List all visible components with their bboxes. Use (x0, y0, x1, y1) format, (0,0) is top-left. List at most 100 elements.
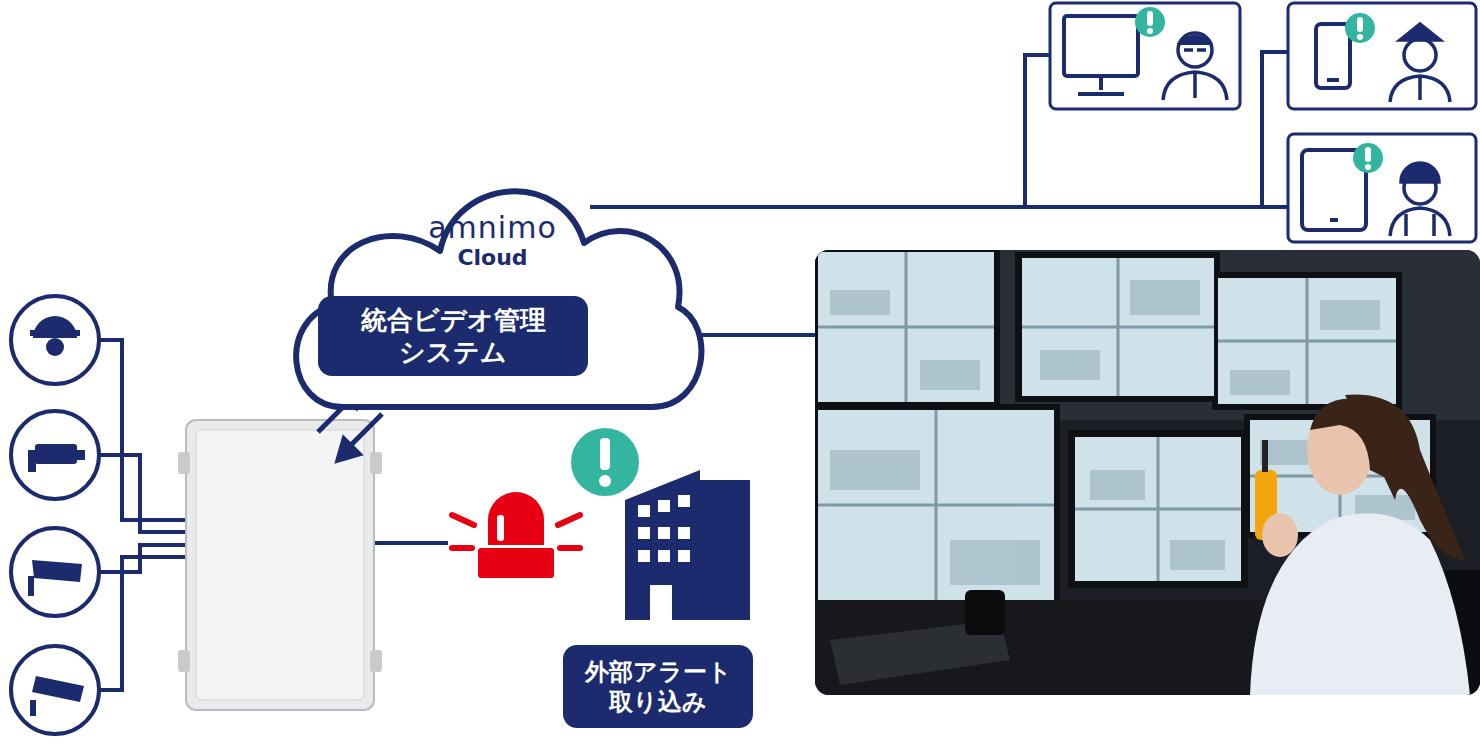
network-wire (1262, 52, 1288, 207)
monitoring-room-photo (1068, 430, 1248, 588)
person-icon (1163, 24, 1450, 236)
monitoring-room-photo (1320, 300, 1380, 330)
notice-badge (1365, 164, 1371, 170)
network-wire (700, 333, 815, 337)
node-label: amnimo (280, 211, 705, 245)
building-icon (571, 428, 639, 496)
notice-badge (1135, 7, 1383, 173)
siren-icon (488, 492, 544, 545)
camera-body (28, 316, 85, 716)
monitoring-room-photo (1040, 350, 1100, 380)
camera-icon (11, 296, 99, 734)
building-icon (658, 550, 670, 562)
person-icon (1400, 24, 1440, 40)
monitoring-room-photo (1212, 272, 1402, 410)
notice-badge (1365, 147, 1371, 162)
node-label: 外部アラート 取り込み (577, 657, 739, 717)
building-icon (638, 550, 650, 562)
notice-badge (1357, 34, 1363, 40)
gateway-box (370, 650, 382, 672)
monitoring-room-photo (818, 410, 1054, 600)
notice-badge (1357, 17, 1363, 32)
monitoring-room-photo (1262, 513, 1298, 557)
person-icon (1418, 78, 1422, 100)
monitoring-room-photo (1015, 252, 1220, 402)
monitoring-room-photo (1230, 370, 1290, 395)
camera-icon (11, 528, 99, 616)
network-wire (590, 205, 1288, 209)
person-icon (1401, 163, 1439, 182)
building-icon (638, 527, 650, 539)
monitoring-room-photo (965, 590, 1005, 635)
cloud-outline (280, 155, 705, 425)
user-device-box (1050, 3, 1240, 109)
notice-badge (1147, 28, 1153, 34)
camera-body (46, 338, 64, 356)
device-icon (1078, 76, 1124, 94)
building-icon (678, 550, 690, 562)
building-icon (638, 505, 650, 517)
building-icon (678, 527, 690, 539)
building-icon (625, 470, 700, 620)
camera-icon (11, 411, 99, 499)
network-wire (375, 541, 448, 545)
notice-badge (1353, 143, 1383, 173)
network-wire (100, 557, 186, 690)
monitoring-room-photo (830, 450, 920, 490)
device-icon (1327, 78, 1339, 82)
monitoring-room-photo (815, 404, 1060, 606)
device-icon (1316, 24, 1350, 88)
person-icon (1390, 208, 1450, 236)
siren-icon (452, 545, 472, 551)
building-icon (571, 428, 750, 620)
siren-icon (560, 545, 580, 551)
building-icon (700, 480, 750, 620)
network-wire (100, 340, 186, 520)
monitoring-room-photo (830, 290, 890, 315)
monitoring-room-photo (1130, 280, 1200, 315)
building-icon (638, 495, 690, 620)
device-icon (1064, 16, 1366, 230)
camera-icon (11, 296, 99, 384)
monitoring-room-photo (1022, 258, 1214, 396)
person-icon (1404, 39, 1436, 71)
monitoring-room-photo (815, 250, 1480, 420)
network-wire (1025, 55, 1050, 207)
person-icon (1178, 33, 1212, 67)
notice-badge (1135, 7, 1165, 37)
building-icon (658, 527, 670, 539)
monitoring-room-photo (1310, 399, 1391, 480)
sync-arrow (338, 439, 359, 460)
camera-body (32, 560, 82, 582)
camera-body (77, 450, 85, 460)
monitoring-room-photo (815, 250, 1480, 695)
monitoring-room-photo (818, 252, 994, 402)
siren-icon (452, 515, 474, 525)
network-wire (100, 455, 186, 532)
node-sublabel: Cloud (280, 245, 705, 271)
monitoring-room-photo (950, 540, 1040, 585)
siren-icon (497, 515, 504, 541)
camera-body (30, 330, 80, 336)
camera-body (32, 676, 84, 702)
monitoring-room-photo (1090, 470, 1145, 500)
device-icon (1064, 16, 1138, 76)
monitoring-room-photo (1218, 278, 1396, 404)
monitoring-room-photo (818, 410, 1054, 600)
monitoring-room-photo (1218, 278, 1396, 404)
camera-body (30, 700, 36, 716)
gateway-box (178, 452, 190, 474)
notice-badge (1147, 11, 1153, 26)
camera-icon (11, 646, 99, 734)
user-device-box (1288, 3, 1476, 109)
siren-icon (558, 515, 580, 525)
building-icon (600, 438, 610, 470)
alert-box: 外部アラート 取り込み (563, 645, 753, 728)
person-icon (1390, 76, 1450, 102)
building-icon (650, 585, 672, 620)
device-icon (1330, 218, 1338, 222)
monitoring-room-photo (1075, 437, 1241, 581)
monitoring-room-photo (815, 250, 1000, 408)
